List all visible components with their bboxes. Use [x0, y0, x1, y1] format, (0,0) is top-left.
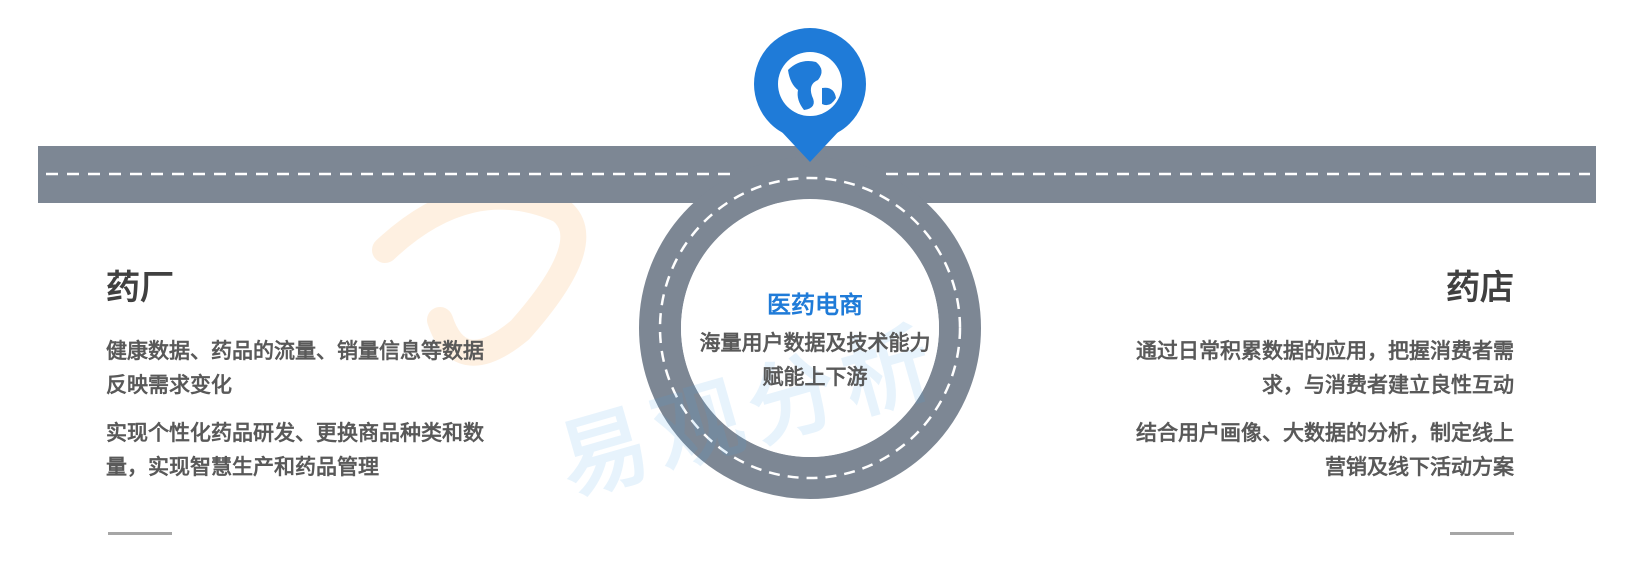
pharma-factory-line-1: 健康数据、药品的流量、销量信息等数据反映需求变化	[106, 339, 484, 397]
pharmacy-title: 药店	[1446, 268, 1514, 308]
roundabout-lane-line	[658, 176, 962, 480]
pharma-factory-line-2: 实现个性化药品研发、更换商品种类和数量，实现智慧生产和药品管理	[106, 421, 484, 479]
globe-icon	[788, 61, 836, 110]
location-pin-icon	[754, 28, 866, 162]
hub-title: 医药电商	[767, 291, 863, 319]
pharma-factory-title: 药厂	[106, 268, 174, 308]
roundabout-center	[681, 199, 939, 457]
hub-description: 海量用户数据及技术能力赋能上下游	[699, 331, 931, 389]
pharmacy-panel: 药店 通过日常积累数据的应用，把握消费者需求，与消费者建立良性互动 结合用户画像…	[1134, 268, 1514, 498]
right-divider	[1450, 532, 1514, 535]
pharmacy-line-2: 结合用户画像、大数据的分析，制定线上营销及线下活动方案	[1136, 421, 1514, 479]
left-divider	[108, 532, 172, 535]
pharma-factory-panel: 药厂 健康数据、药品的流量、销量信息等数据反映需求变化 实现个性化药品研发、更换…	[106, 268, 486, 498]
pharmacy-line-1: 通过日常积累数据的应用，把握消费者需求，与消费者建立良性互动	[1136, 339, 1514, 397]
